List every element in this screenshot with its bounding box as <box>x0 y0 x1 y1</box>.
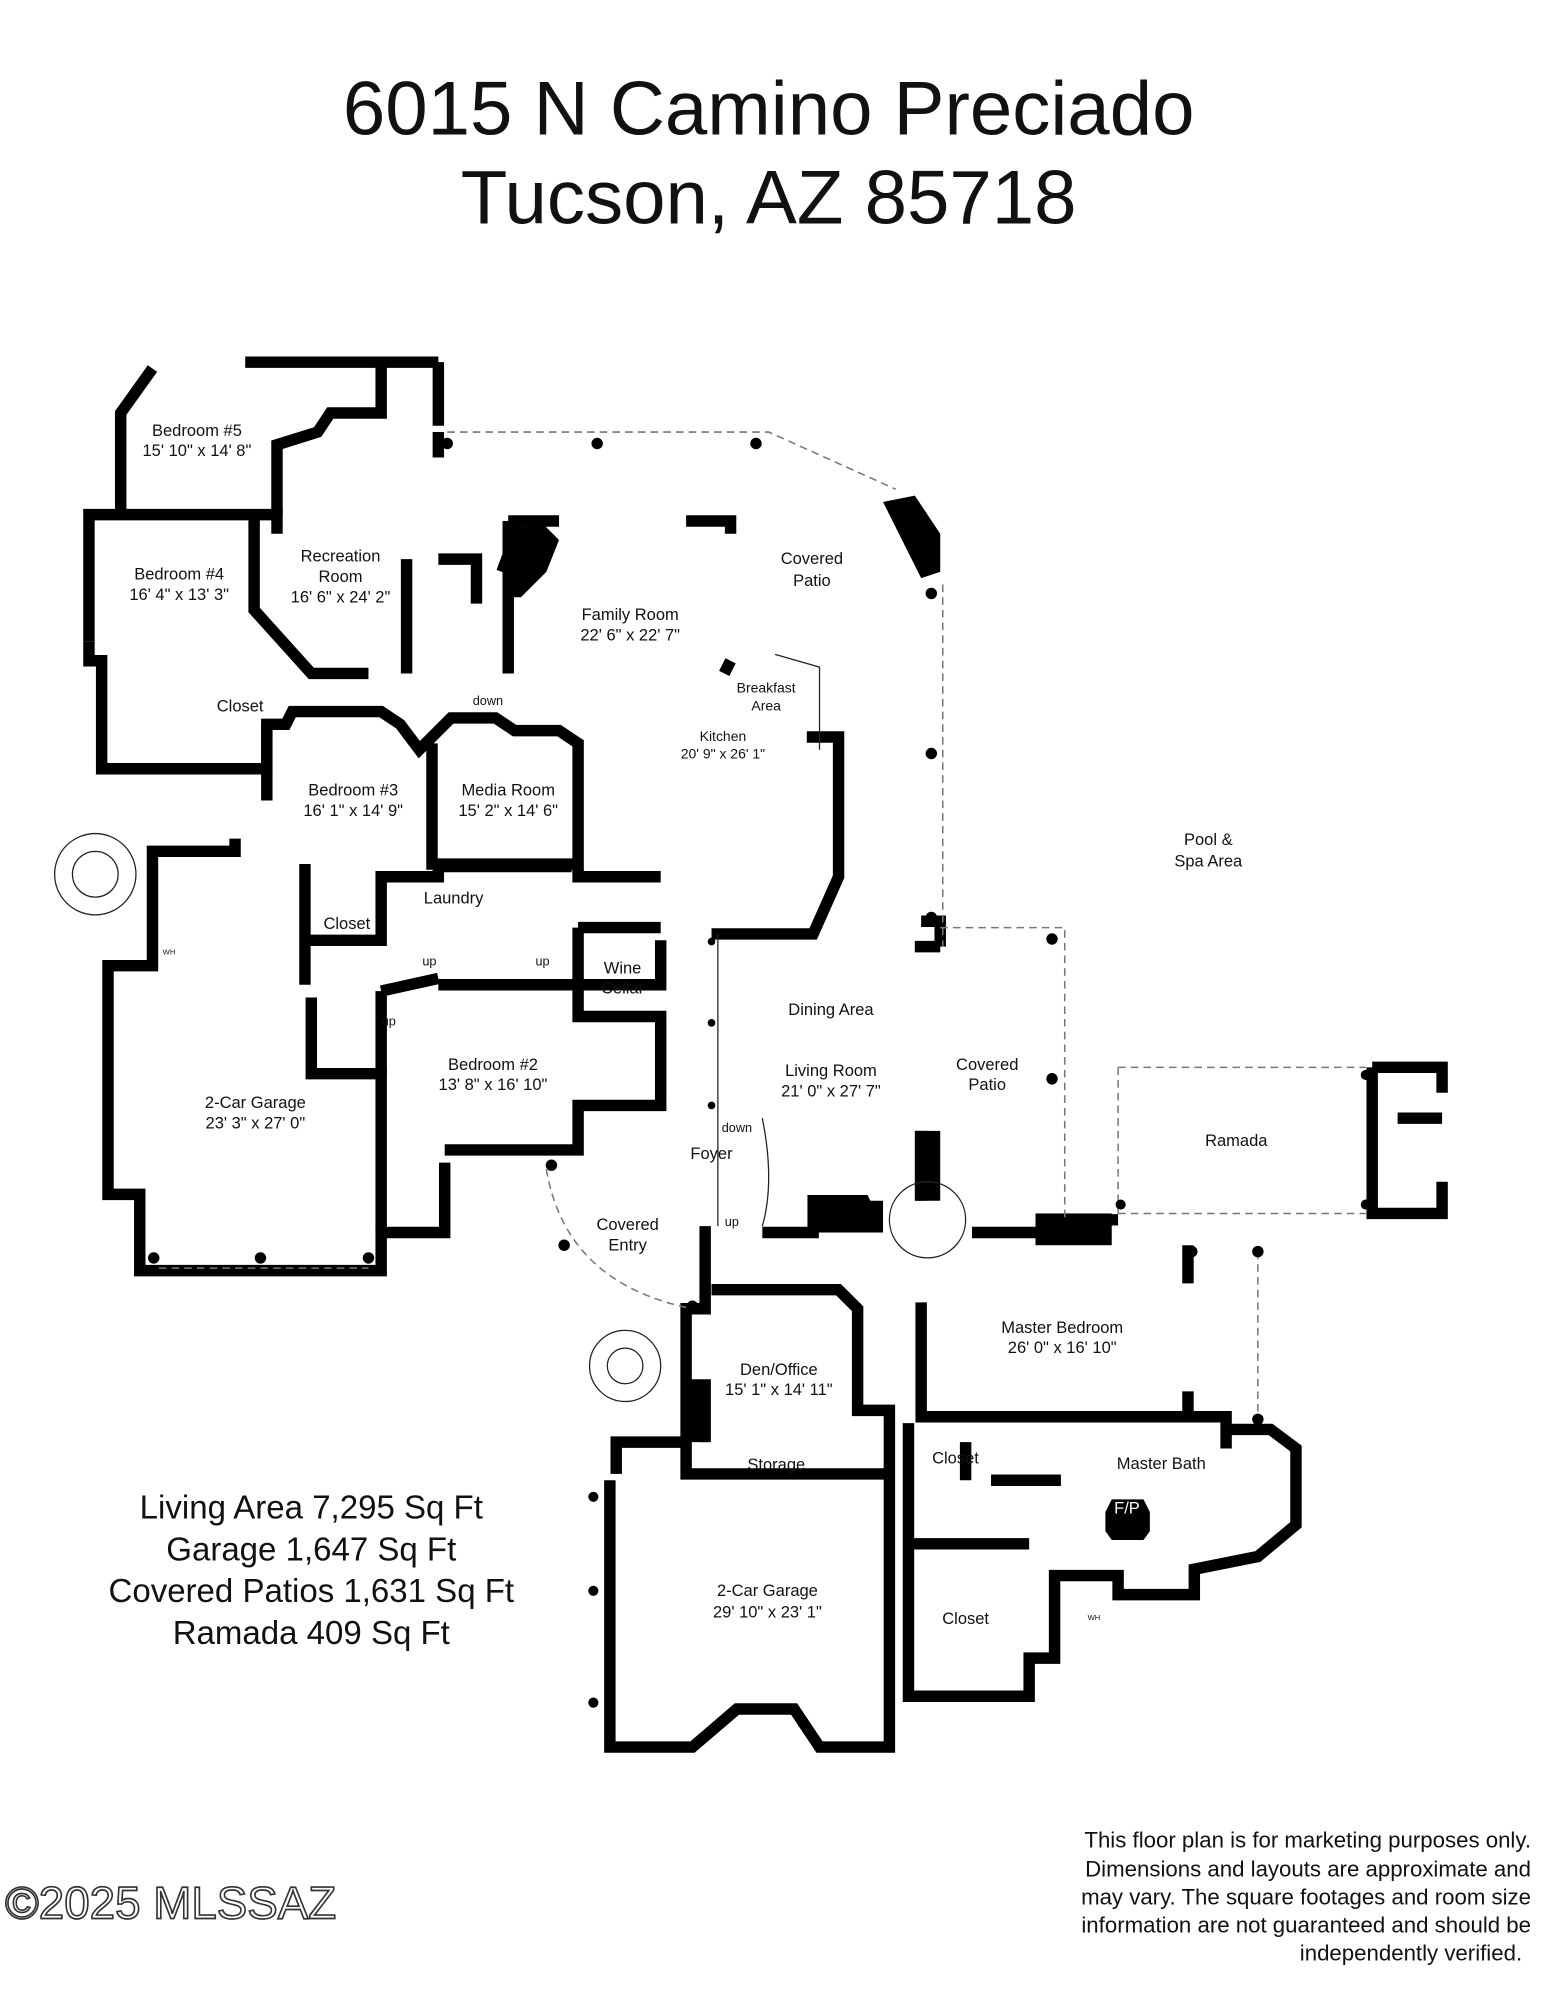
tree-icon <box>53 832 662 1403</box>
room-recreation-name: Recreation <box>301 548 381 566</box>
room-bedroom2-name: Bedroom #2 <box>448 1056 538 1074</box>
room-bedroom5-dims: 15' 10" x 14' 8" <box>143 442 252 460</box>
disclaimer-line: independently verified. <box>1300 1941 1522 1966</box>
columns <box>148 437 1371 1708</box>
room-breakfast-name-2: Area <box>751 697 781 713</box>
room-garage2-name: 2-Car Garage <box>717 1582 818 1600</box>
room-wine-name: Wine <box>604 959 642 977</box>
disclaimer-line: This floor plan is for marketing purpose… <box>1084 1827 1531 1852</box>
stair-up-label: up <box>535 955 549 969</box>
room-living-name: Living Room <box>785 1062 877 1080</box>
room-recreation-dims: 16' 6" x 24' 2" <box>291 588 391 606</box>
room-bedroom3-name: Bedroom #3 <box>308 781 398 799</box>
room-den-dims: 15' 1" x 14' 11" <box>725 1381 833 1399</box>
room-covered-patio-2-name: Covered <box>956 1056 1018 1074</box>
room-pool-name: Pool & <box>1184 831 1233 849</box>
room-master-bedroom-dims: 26' 0" x 16' 10" <box>1008 1339 1117 1357</box>
room-kitchen-name: Kitchen <box>700 728 747 744</box>
room-media-dims: 15' 2" x 14' 6" <box>458 802 558 820</box>
address-line-2: Tucson, AZ 85718 <box>461 156 1077 241</box>
room-family-name: Family Room <box>582 606 679 624</box>
room-storage: Storage <box>747 1456 805 1474</box>
room-master-bath: Master Bath <box>1117 1455 1206 1473</box>
stair-up-label: up <box>422 955 436 969</box>
water-heater-label: WH <box>1088 1613 1101 1622</box>
room-garage2-dims: 29' 10" x 23' 1" <box>713 1603 822 1621</box>
room-bedroom4-name: Bedroom #4 <box>134 565 224 583</box>
square-footage-summary: Living Area 7,295 Sq Ft Garage 1,647 Sq … <box>108 1488 514 1651</box>
room-master-bedroom-name: Master Bedroom <box>1001 1319 1123 1337</box>
room-covered-patio-name-2: Patio <box>793 572 831 590</box>
room-bedroom3-dims: 16' 1" x 14' 9" <box>303 802 403 820</box>
room-dining: Dining Area <box>788 1001 874 1019</box>
disclaimer: This floor plan is for marketing purpose… <box>1081 1827 1531 1965</box>
stair-up-label: up <box>725 1215 739 1229</box>
water-heater-label: WH <box>163 947 176 956</box>
room-kitchen-dims: 20' 9" x 26' 1" <box>681 746 765 762</box>
room-closet-master-2: Closet <box>942 1610 989 1628</box>
room-closet-master-1: Closet <box>932 1450 979 1468</box>
room-covered-patio-name: Covered <box>781 550 843 568</box>
room-covered-entry-name-2: Entry <box>608 1236 647 1254</box>
stair-up-label: up <box>382 1014 396 1028</box>
room-closet-hall: Closet <box>323 915 370 933</box>
room-garage1-dims: 23' 3" x 27' 0" <box>206 1114 306 1132</box>
room-living-dims: 21' 0" x 27' 7" <box>781 1083 881 1101</box>
room-breakfast-name: Breakfast <box>737 680 796 696</box>
stair-down-label: down <box>722 1121 752 1135</box>
room-closet-bed4: Closet <box>217 698 264 716</box>
room-family-dims: 22' 6" x 22' 7" <box>580 626 680 644</box>
room-bedroom4-dims: 16' 4" x 13' 3" <box>129 586 229 604</box>
room-ramada: Ramada <box>1205 1132 1268 1150</box>
room-garage1-name: 2-Car Garage <box>205 1094 306 1112</box>
copyright-watermark: ©2025 MLSSAZ <box>5 1878 336 1929</box>
room-laundry: Laundry <box>424 889 484 907</box>
room-wine-name-2: Cellar <box>601 980 645 998</box>
room-den-name: Den/Office <box>740 1361 818 1379</box>
room-bedroom2-dims: 13' 8" x 16' 10" <box>439 1076 548 1094</box>
room-media-name: Media Room <box>461 781 555 799</box>
stat-ramada: Ramada 409 Sq Ft <box>173 1614 450 1651</box>
disclaimer-line: information are not guaranteed and shoul… <box>1081 1913 1531 1938</box>
room-pool-name-2: Spa Area <box>1174 853 1243 871</box>
stair-down-label: down <box>473 694 503 708</box>
room-covered-patio-2-name-2: Patio <box>968 1076 1006 1094</box>
walls <box>83 356 1448 1753</box>
stat-living-area: Living Area 7,295 Sq Ft <box>140 1488 483 1525</box>
disclaimer-line: may vary. The square footages and room s… <box>1081 1885 1531 1910</box>
room-foyer: Foyer <box>690 1145 733 1163</box>
disclaimer-line: Dimensions and layouts are approximate a… <box>1085 1857 1531 1882</box>
patio-outlines <box>158 431 1366 1417</box>
address-line-1: 6015 N Camino Preciado <box>343 67 1195 152</box>
room-recreation-name-2: Room <box>319 568 363 586</box>
fireplace-label: F/P <box>1114 1499 1140 1517</box>
stat-covered-patios: Covered Patios 1,631 Sq Ft <box>108 1572 514 1609</box>
room-bedroom5-name: Bedroom #5 <box>152 422 242 440</box>
stat-garage: Garage 1,647 Sq Ft <box>166 1530 456 1567</box>
room-covered-entry-name: Covered <box>596 1216 658 1234</box>
room-labels: Bedroom #5 15' 10" x 14' 8" Bedroom #4 1… <box>129 422 1268 1628</box>
